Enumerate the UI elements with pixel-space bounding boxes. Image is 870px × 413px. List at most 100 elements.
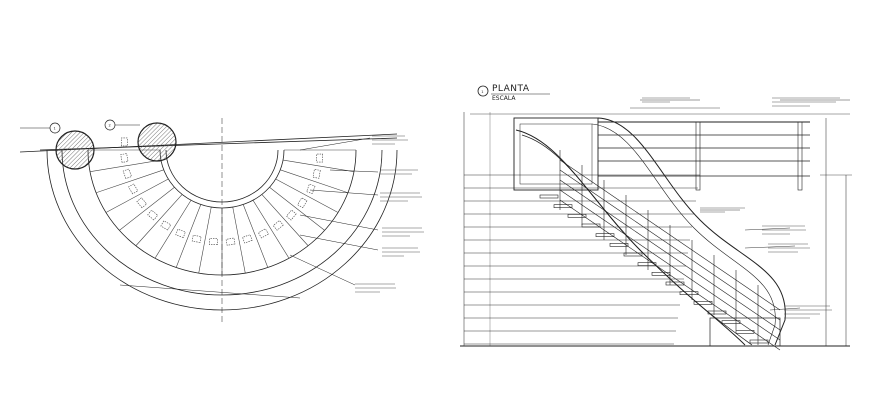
tread-block [160,220,172,231]
upper-wall [513,117,599,191]
grid-mark-2: 2 [109,124,111,128]
grid-mark-1: 1 [54,127,56,131]
tread-line [269,187,325,231]
rail-bar [625,224,649,241]
stair-tread [637,262,657,266]
stair-tread [539,194,559,199]
rail-bar [603,219,627,236]
rail-bar [757,324,781,341]
stringer-outer [515,129,746,346]
stair-tread [707,310,727,315]
stair-tread [609,243,629,247]
tread-block [147,209,159,221]
tread-block [121,137,128,147]
tread-line [280,169,349,194]
rail-bar [559,159,583,176]
rail-bar [669,244,693,261]
rail-bar [713,284,737,301]
rail-bar [669,264,693,281]
column-center [137,122,177,162]
tread-block [209,238,218,245]
stair-tread [693,301,713,305]
rail-bar [757,334,781,351]
plan-top-line-2 [39,137,398,151]
rail-bar [713,294,737,311]
rail-bar [559,199,583,216]
rail-bar [625,214,649,231]
rail-bar [559,189,583,206]
rail-bar [625,234,649,251]
rail-bar [581,214,605,231]
rail-post-2 [797,121,803,191]
rail-bar [581,174,605,191]
stair-tread [595,233,615,237]
tread-line [105,178,169,213]
stair-treads [539,194,769,344]
tread-block [122,168,132,179]
plan-annotation-blocks [355,135,424,293]
rail-bar [691,279,715,296]
tread-block [258,228,269,239]
tread-block [316,153,323,163]
rail-bar [559,169,583,186]
rail-bar [647,219,671,236]
rail-bar [647,259,671,276]
elevation-annotation-blocks [642,97,840,319]
tread-block [312,169,321,179]
rail-bar [757,314,781,331]
stair-tread [749,339,769,344]
stair-tread [553,204,573,208]
plan-number-bubble [477,85,489,97]
rail-bar [691,249,715,266]
tread-block [136,197,148,209]
rail-bar [603,229,627,246]
upper-wall-inner [519,123,593,185]
base-landing [709,317,781,347]
rail-bar [713,264,737,281]
rail-bar [757,294,781,311]
stair-tread [679,291,699,295]
stair-elevation-view [460,85,852,351]
tread-line [242,204,269,268]
handrail-curve [597,117,786,346]
tread-block [225,237,236,246]
stair-plan-view: 1 2 [19,118,398,325]
rail-bar [669,254,693,271]
tread-line [154,200,192,259]
rail-bar [603,189,627,206]
rail-bar [735,279,759,296]
tread-line [198,207,212,274]
tread-line [119,187,175,231]
rail-bar [603,209,627,226]
rail-bar [669,234,693,251]
stair-tread [581,223,601,228]
stair-tread [721,320,741,324]
rail-bar [581,194,605,211]
stair-tread [665,281,685,286]
rail-bar [735,309,759,326]
tread-block [191,234,202,243]
rail-bar [691,269,715,286]
plan-leader-lines [289,137,379,286]
stringer-inner [521,134,753,346]
tread-block [306,183,316,195]
tread-block [120,153,129,163]
tread-block [272,220,284,231]
balusters [559,150,781,351]
tread-line [89,159,161,173]
rail-bar [647,229,671,246]
tread-line [95,169,164,194]
rail-bar [647,239,671,256]
tread-block [297,197,308,209]
stair-tread [567,214,587,218]
rail-bar [691,259,715,276]
rail-post-1 [695,121,701,191]
rail-bar [559,179,583,196]
tread-block [242,234,253,244]
tread-line [252,200,290,259]
stair-tread [623,252,643,257]
rail-bar [581,204,605,221]
tread-block [128,183,139,195]
rail-bar [713,274,737,291]
